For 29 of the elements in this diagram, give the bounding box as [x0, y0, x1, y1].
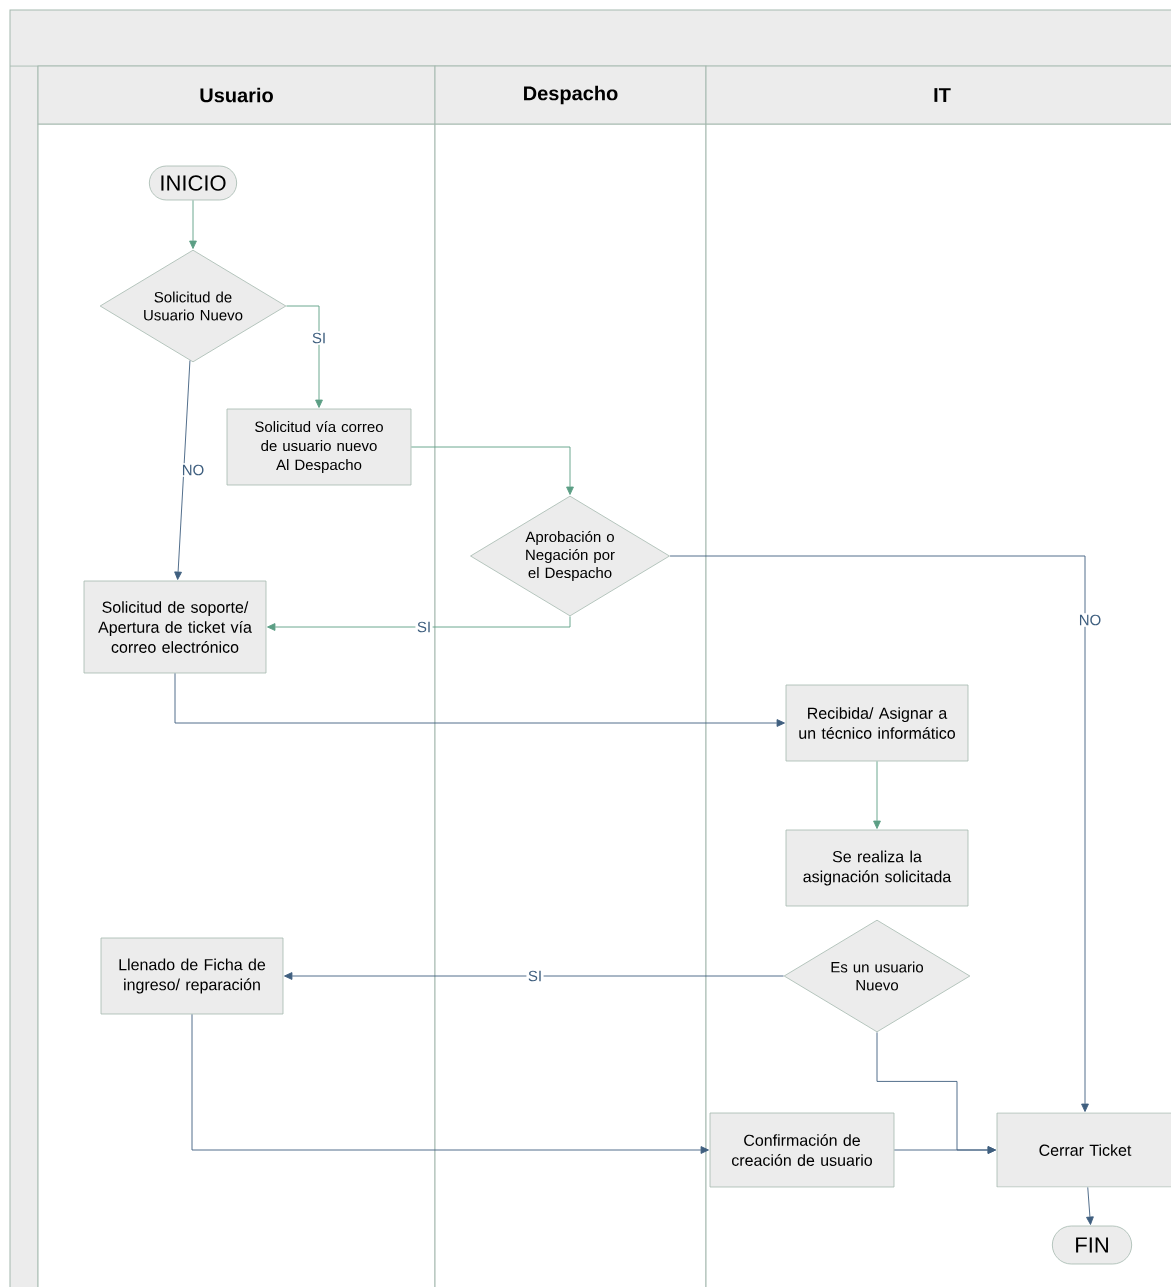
- edge-label: SI: [310, 331, 328, 345]
- terminator: INICIO: [148, 165, 238, 201]
- edge-label: NO: [1077, 613, 1103, 627]
- process-box: Cerrar Ticket: [996, 1112, 1171, 1188]
- arrow: [285, 305, 323, 408]
- edge-label: SI: [526, 969, 544, 983]
- process-box: Llenado de Ficha de ingreso/ reparación: [100, 937, 284, 1015]
- process-box: Recibida/ Asignar a un técnico informático: [785, 684, 969, 762]
- node-label: Usuario: [200, 87, 273, 103]
- edge-label: SI: [415, 620, 433, 634]
- arrow: [410, 446, 574, 495]
- node-label: IT: [934, 88, 951, 102]
- node-label: Despacho: [524, 85, 618, 105]
- arrow: [669, 555, 1089, 1112]
- edge-label: NO: [180, 463, 206, 477]
- arrow: [189, 199, 197, 249]
- arrow: [174, 360, 191, 580]
- process-box: Se realiza la asignación solicitada: [785, 829, 969, 907]
- arrow: [284, 972, 785, 980]
- process-box: Solicitud vía correo de usuario nuevo Al Despacho: [226, 408, 412, 486]
- arrow: [174, 672, 785, 727]
- process-box: Confirmación de creación de usuario: [709, 1112, 895, 1188]
- arrow: [893, 1146, 996, 1154]
- arrow: [1086, 1186, 1094, 1225]
- arrow: [267, 615, 571, 631]
- process-box: Solicitud de soporte/ Apertura de ticket vía correo electrónico: [83, 580, 267, 674]
- terminator: FIN: [1051, 1225, 1133, 1265]
- arrow: [873, 760, 881, 829]
- arrow: [191, 1013, 709, 1154]
